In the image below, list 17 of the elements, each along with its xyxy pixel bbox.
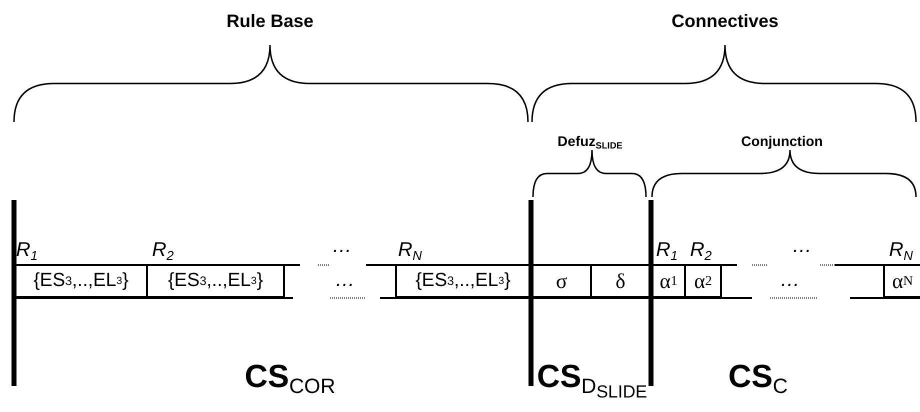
ellipsis: … [792,236,812,256]
rule-label: R$_{N}$ [398,240,422,262]
gene-cell: σ [533,264,592,298]
section-title: Connectives [671,12,779,30]
rule-label: R$_{1}$ [16,240,38,262]
section-title: Conjunction [741,134,823,148]
rule-label: R$_{2}$ [152,240,174,262]
rule-label: R$_{N}$ [889,240,913,262]
section-title: Defuz$_{SLIDE}$ [558,134,622,151]
rule-label: R$_{1}$ [656,240,678,262]
ellipsis: … [780,270,800,290]
ellipsis: … [335,270,355,290]
section-title: Rule Base [226,12,314,30]
chromosome-label: CS$_{C}$ [728,360,788,398]
ellipsis: … [332,236,352,256]
chromosome-label: CS$_{COR}$ [244,360,336,398]
rule-label: R$_{2}$ [690,240,712,262]
